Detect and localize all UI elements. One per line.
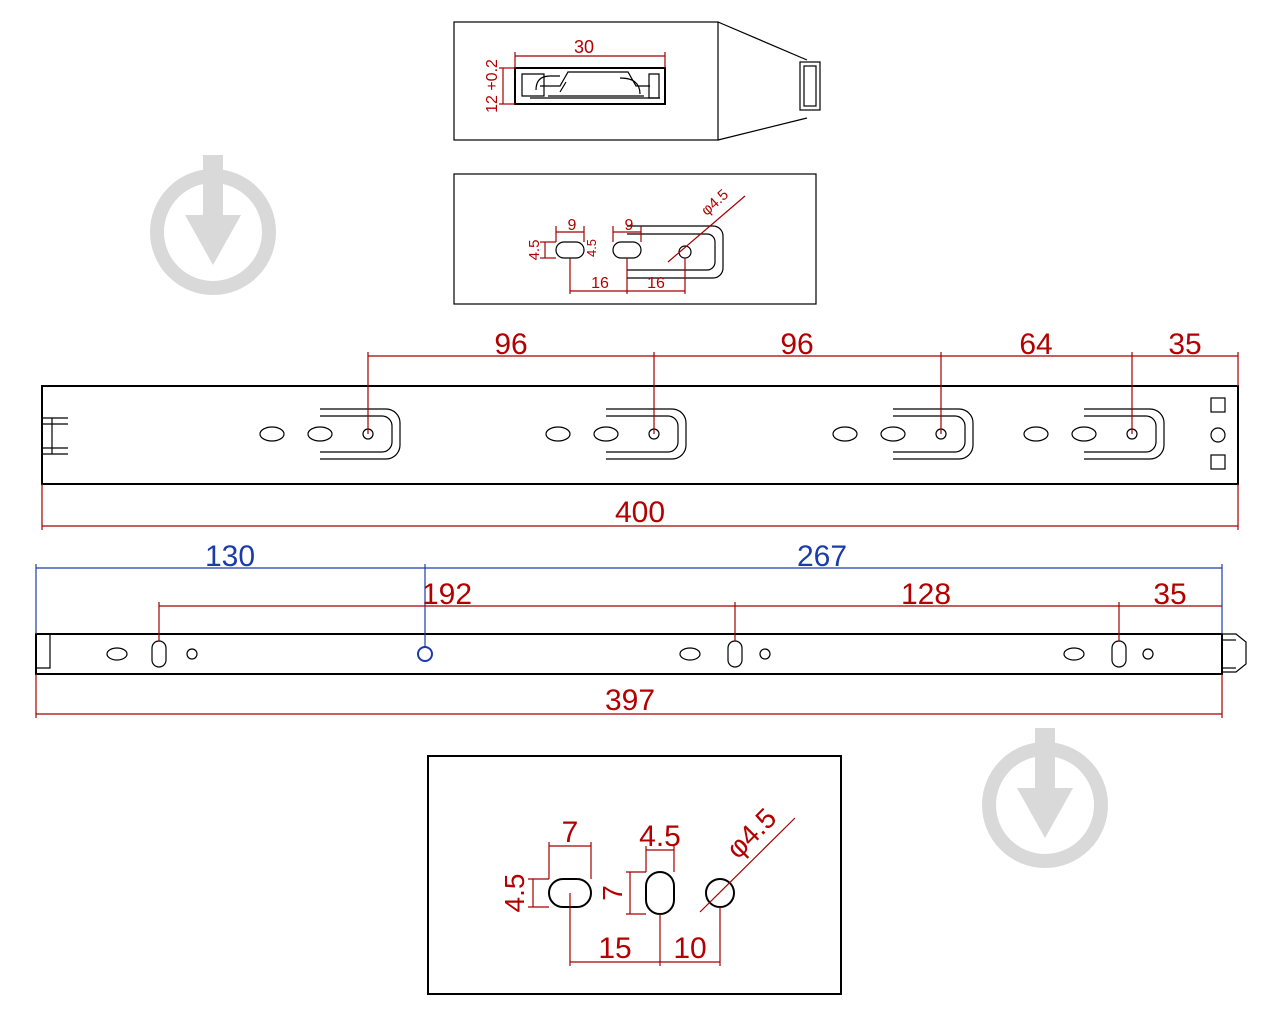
section-profile-panel: 30 12 +0.2	[453, 21, 821, 141]
drawer-length: 400	[615, 496, 665, 529]
slot-detail-bottom-panel: 7 4.5 4.5 7 15 10 φ4.5	[427, 755, 842, 995]
bottom-hole-diameter: φ4.5	[720, 802, 782, 864]
cabinet-ref-dim-1: 130	[205, 540, 255, 573]
cabinet-ref-dim-2: 267	[797, 540, 847, 573]
bottom-slot-height: 4.5	[499, 874, 530, 913]
slot-height-label: 4.5	[526, 240, 543, 261]
bottom-spacing-2: 10	[673, 932, 706, 965]
spacing2-label: 16	[647, 275, 665, 292]
watermark-right	[982, 728, 1108, 868]
section-width-label: 30	[574, 37, 594, 57]
drawer-dim-4: 35	[1168, 328, 1201, 361]
slot-group-1	[259, 408, 401, 460]
slot2-width-label: 9	[625, 217, 634, 234]
reference-hole	[417, 646, 433, 662]
drawer-dim-2: 96	[780, 328, 813, 361]
slot-group-4	[1023, 408, 1165, 460]
drawer-member-rail: 96 96 64 35 400	[41, 328, 1239, 530]
slot2-height-label: 4.5	[584, 239, 599, 257]
bottom-vslot-width: 4.5	[639, 820, 681, 853]
cabinet-dim-3: 35	[1153, 578, 1186, 611]
slot-detail-top-panel: 9 9 4.5 4.5 16 16 φ4.5	[453, 173, 817, 305]
drawer-dim-3: 64	[1019, 328, 1052, 361]
cabinet-length: 397	[605, 684, 655, 717]
section-height-label: 12 +0.2	[484, 59, 501, 113]
drawer-dim-1: 96	[494, 328, 527, 361]
hole-diameter-label: φ4.5	[698, 186, 732, 219]
cabinet-dim-2: 128	[901, 578, 951, 611]
slot1-width-label: 9	[568, 217, 577, 234]
bottom-slot-width: 7	[562, 816, 579, 849]
watermark-left	[150, 155, 276, 295]
slot-group-3	[832, 408, 974, 460]
cabinet-dim-1: 192	[422, 578, 472, 611]
cabinet-member-rail: 130 267 192 128 35 397	[35, 540, 1247, 718]
spacing1-label: 16	[591, 275, 609, 292]
bottom-vslot-height: 7	[597, 885, 628, 901]
slot-group-2	[545, 408, 687, 460]
bottom-spacing-1: 15	[598, 932, 631, 965]
